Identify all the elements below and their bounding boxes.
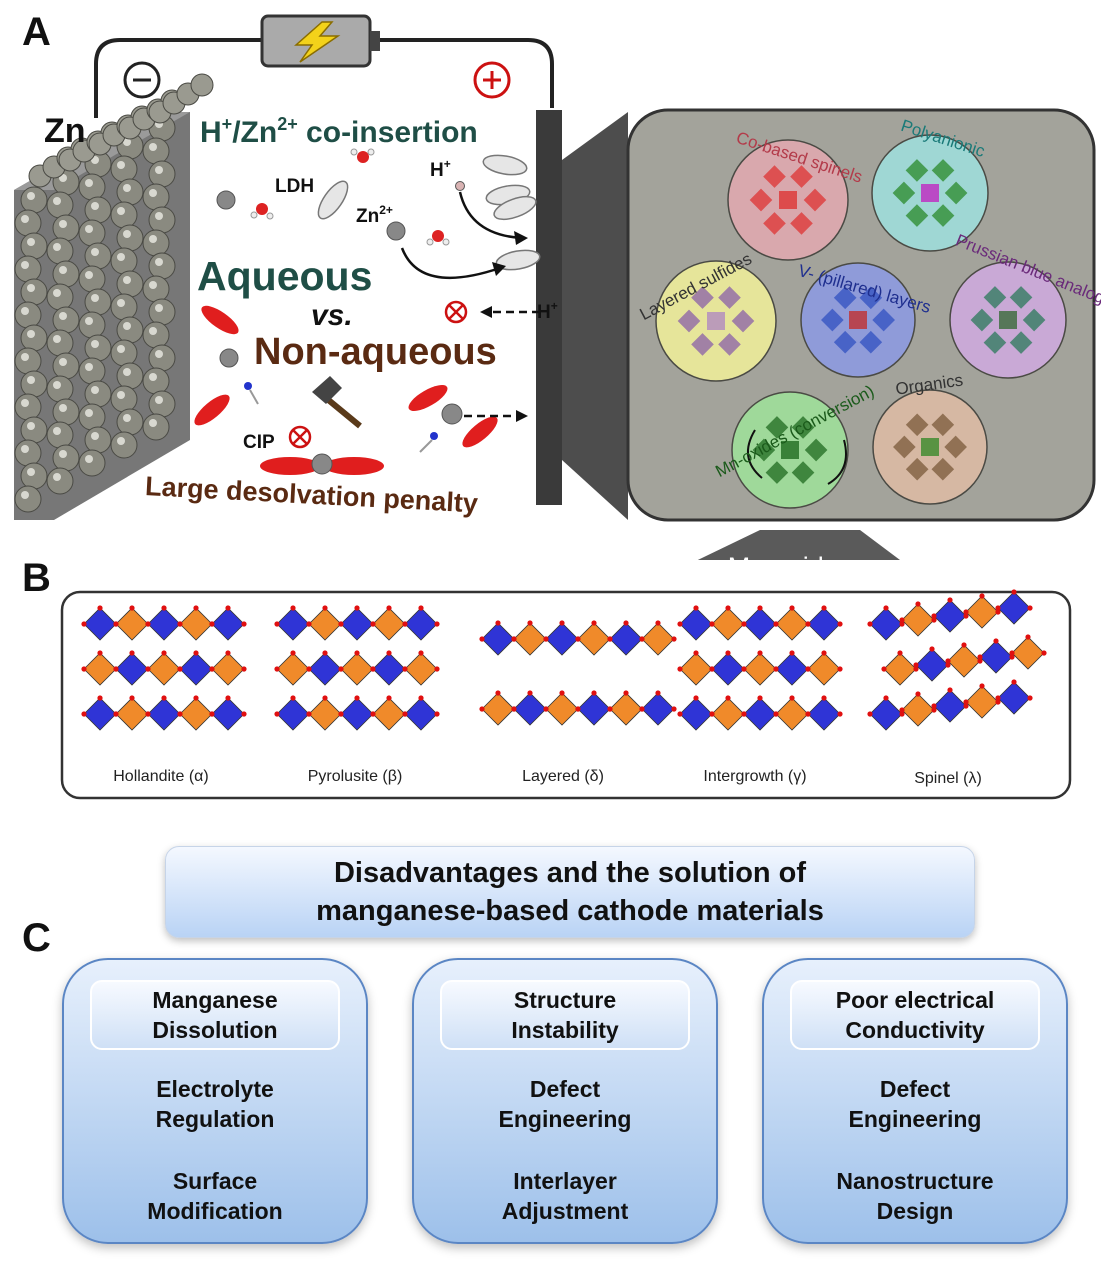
solution-line: Engineering bbox=[848, 1106, 982, 1132]
mn-oxides-header bbox=[697, 530, 900, 560]
polymorph-structure bbox=[479, 620, 677, 726]
summary-title-line: manganese-based cathode materials bbox=[316, 895, 824, 927]
panel-letter-c: C bbox=[22, 916, 51, 960]
solution-line: Nanostructure bbox=[836, 1168, 994, 1194]
solution-line: Defect bbox=[879, 1076, 951, 1102]
structure-label: Hollandite (α) bbox=[113, 768, 209, 785]
solution-line: Design bbox=[876, 1198, 954, 1224]
problem-line: Conductivity bbox=[845, 1017, 985, 1043]
solution-label: Interlayer Adjustment bbox=[414, 1166, 716, 1226]
material-circle bbox=[800, 262, 916, 378]
material-circle bbox=[871, 134, 989, 252]
panel-a-graphic: Zn H+/Zn2+ co-insertion LDH H+ Zn2+ Aque… bbox=[14, 14, 1101, 560]
solution-label: Defect Engineering bbox=[414, 1074, 716, 1134]
solution-line: Engineering bbox=[498, 1106, 632, 1132]
coinsertion-label: H+/Zn2+ co-insertion bbox=[200, 114, 478, 149]
solution-label: Electrolyte Regulation bbox=[64, 1074, 366, 1134]
solution-line: Modification bbox=[147, 1198, 283, 1224]
solution-line: Adjustment bbox=[501, 1198, 629, 1224]
problem-line: Dissolution bbox=[152, 1017, 278, 1043]
plus-terminal-icon bbox=[473, 61, 511, 99]
desolvation-label: Large desolvation penalty bbox=[144, 471, 478, 518]
problem-line: Poor electrical bbox=[835, 987, 995, 1013]
non-aqueous-label: Non-aqueous bbox=[254, 331, 497, 373]
panel-b-graphic: Hollandite (α) Pyrolusite (β) Layered (δ… bbox=[60, 589, 1072, 800]
cathode-plate bbox=[536, 110, 562, 505]
structure-label: Intergrowth (γ) bbox=[703, 768, 806, 785]
solution-line: Defect bbox=[529, 1076, 601, 1102]
material-circle bbox=[731, 391, 849, 509]
structure-label: Spinel (λ) bbox=[914, 770, 982, 787]
panel-letter-a: A bbox=[22, 10, 51, 54]
problem-label: Structure Instability bbox=[440, 980, 690, 1050]
cip-label: CIP bbox=[243, 432, 275, 453]
zn-anode-lattice bbox=[14, 73, 214, 520]
aqueous-label: Aqueous bbox=[197, 253, 372, 299]
material-circle bbox=[727, 139, 849, 261]
polymorph-structure bbox=[274, 605, 440, 731]
zn-label: Zn bbox=[44, 112, 86, 150]
issue-card-manganese-dissolution: Manganese Dissolution Electrolyte Regula… bbox=[62, 958, 368, 1244]
battery-icon bbox=[260, 14, 380, 68]
material-circle bbox=[872, 389, 988, 505]
zn2-label: Zn2+ bbox=[356, 203, 393, 227]
hammer-icon bbox=[312, 376, 362, 429]
h-plus-label: H+ bbox=[430, 157, 451, 181]
vs-label: vs. bbox=[311, 299, 353, 332]
structure-label: Layered (δ) bbox=[522, 768, 604, 785]
polymorph-structure bbox=[81, 605, 247, 731]
solution-line: Interlayer bbox=[513, 1168, 617, 1194]
summary-title-line: Disadvantages and the solution of bbox=[333, 857, 807, 889]
material-circle bbox=[655, 260, 777, 382]
panel-letter-b: B bbox=[22, 556, 51, 600]
problem-line: Manganese bbox=[152, 987, 278, 1013]
solution-line: Surface bbox=[172, 1168, 258, 1194]
minus-terminal-icon bbox=[123, 61, 161, 99]
solution-label: Nanostructure Design bbox=[764, 1166, 1066, 1226]
solution-label: Surface Modification bbox=[64, 1166, 366, 1226]
ldh-label: LDH bbox=[275, 176, 314, 197]
polymorph-structure bbox=[677, 605, 843, 731]
mn-oxides-label: Mn-oxides bbox=[728, 552, 853, 560]
summary-title-box: Disadvantages and the solution of mangan… bbox=[165, 846, 975, 938]
solution-line: Electrolyte bbox=[156, 1076, 274, 1102]
issue-card-poor-conductivity: Poor electrical Conductivity Defect Engi… bbox=[762, 958, 1068, 1244]
polymorph-box bbox=[60, 590, 1072, 800]
problem-line: Structure bbox=[513, 987, 617, 1013]
material-circle bbox=[949, 261, 1067, 379]
solution-line: Regulation bbox=[155, 1106, 275, 1132]
blocked-h-plus-label: H+ bbox=[537, 299, 558, 323]
structure-label: Pyrolusite (β) bbox=[308, 768, 403, 785]
problem-label: Poor electrical Conductivity bbox=[790, 980, 1040, 1050]
problem-line: Instability bbox=[511, 1017, 619, 1043]
zoom-cone bbox=[562, 112, 628, 520]
problem-label: Manganese Dissolution bbox=[90, 980, 340, 1050]
issue-card-structure-instability: Structure Instability Defect Engineering… bbox=[412, 958, 718, 1244]
solution-label: Defect Engineering bbox=[764, 1074, 1066, 1134]
polymorph-structure bbox=[867, 589, 1047, 731]
